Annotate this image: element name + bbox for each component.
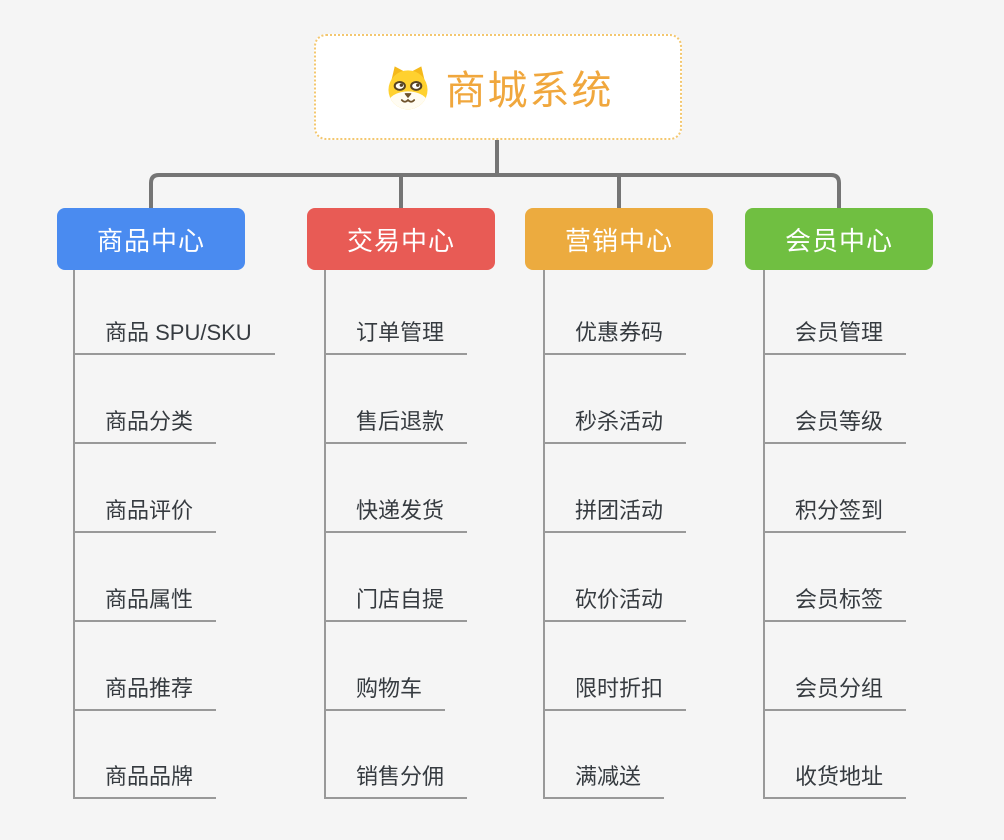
child-node[interactable]: 销售分佣 bbox=[324, 763, 468, 799]
child-node[interactable]: 会员管理 bbox=[763, 319, 907, 355]
child-node[interactable]: 收货地址 bbox=[763, 763, 907, 799]
child-node[interactable]: 商品 SPU/SKU bbox=[73, 319, 275, 355]
child-node[interactable]: 优惠券码 bbox=[543, 319, 687, 355]
child-node[interactable]: 售后退款 bbox=[324, 408, 468, 444]
child-node[interactable]: 秒杀活动 bbox=[543, 408, 687, 444]
child-node[interactable]: 门店自提 bbox=[324, 586, 468, 622]
child-node[interactable]: 商品推荐 bbox=[73, 675, 217, 711]
child-node[interactable]: 商品评价 bbox=[73, 497, 217, 533]
child-node[interactable]: 商品品牌 bbox=[73, 763, 217, 799]
child-node[interactable]: 快递发货 bbox=[324, 497, 468, 533]
child-node[interactable]: 积分签到 bbox=[763, 497, 907, 533]
child-node[interactable]: 满减送 bbox=[543, 763, 665, 799]
child-node[interactable]: 砍价活动 bbox=[543, 586, 687, 622]
branch-trunk-line bbox=[763, 270, 765, 799]
child-node[interactable]: 拼团活动 bbox=[543, 497, 687, 533]
branch-trunk-line bbox=[543, 270, 545, 799]
branch-trunk-line bbox=[324, 270, 326, 799]
child-node[interactable]: 商品分类 bbox=[73, 408, 217, 444]
branch-node-marketing-center[interactable]: 营销中心 bbox=[525, 208, 713, 270]
branch-node-member-center[interactable]: 会员中心 bbox=[745, 208, 933, 270]
child-node[interactable]: 限时折扣 bbox=[543, 675, 687, 711]
branch-node-trade-center[interactable]: 交易中心 bbox=[307, 208, 495, 270]
child-node[interactable]: 商品属性 bbox=[73, 586, 217, 622]
root-node[interactable]: 商城系统 bbox=[314, 34, 682, 140]
branch-node-product-center[interactable]: 商品中心 bbox=[57, 208, 245, 270]
dog-face-icon bbox=[387, 65, 428, 109]
branch-trunk-line bbox=[73, 270, 75, 799]
child-node[interactable]: 会员等级 bbox=[763, 408, 907, 444]
child-node[interactable]: 购物车 bbox=[324, 675, 446, 711]
root-node-title: 商城系统 bbox=[445, 69, 614, 113]
child-node[interactable]: 会员分组 bbox=[763, 675, 907, 711]
child-node[interactable]: 会员标签 bbox=[763, 586, 907, 622]
child-node[interactable]: 订单管理 bbox=[324, 319, 468, 355]
